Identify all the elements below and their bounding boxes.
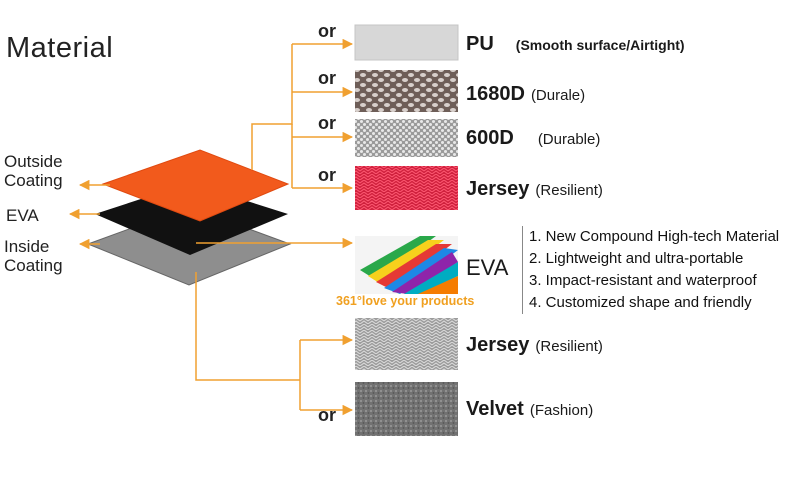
inside-coating-label: Inside Coating xyxy=(4,237,63,275)
option-note: (Smooth surface/Airtight) xyxy=(515,37,685,53)
option-note: (Resilient) xyxy=(535,338,603,355)
inside-connector xyxy=(195,272,354,416)
option-jersey-inside: Jersey (Resilient) xyxy=(466,334,603,357)
or-label: or xyxy=(318,68,336,88)
eva-feature: 3. Impact-resistant and waterproof xyxy=(529,272,757,289)
option-note: (Durable) xyxy=(537,131,601,148)
or-label: or xyxy=(318,113,336,133)
or-label: or xyxy=(318,165,336,185)
option-600d: 600D (Durable) xyxy=(466,127,600,150)
swatch-pu xyxy=(354,24,459,61)
or-label: or xyxy=(318,21,336,41)
or-label: or xyxy=(318,405,336,425)
option-note: (Resilient) xyxy=(535,182,603,199)
option-note: (Durale) xyxy=(530,87,586,104)
option-name: 600D xyxy=(466,127,514,149)
eva-option-name: EVA xyxy=(466,255,509,280)
eva-sheets-image xyxy=(355,236,458,294)
eva-feature: 1. New Compound High-tech Material xyxy=(529,228,780,245)
option-note: (Fashion) xyxy=(529,402,594,419)
option-name: 1680D xyxy=(466,83,525,105)
option-jersey-outside: Jersey (Resilient) xyxy=(466,178,603,201)
page-title: Material xyxy=(6,32,114,64)
swatch-jersey-grey xyxy=(355,318,458,370)
option-pu: PU (Smooth surface/Airtight) xyxy=(466,33,685,56)
outside-coating-label: Outside Coating xyxy=(4,152,63,190)
eva-slogan: 361°love your products xyxy=(336,294,475,308)
option-name: Jersey xyxy=(466,334,530,356)
swatch-velvet xyxy=(355,382,458,436)
eva-feature: 4. Customized shape and friendly xyxy=(529,294,752,311)
option-name: Jersey xyxy=(466,178,530,200)
option-name: Velvet xyxy=(466,398,524,420)
eva-layer-label: EVA xyxy=(6,206,39,225)
option-name: PU xyxy=(466,33,494,55)
eva-feature-list: 1. New Compound High-tech Material 2. Li… xyxy=(522,226,779,314)
swatch-jersey-red xyxy=(355,166,458,210)
outside-coating-layer xyxy=(101,149,290,222)
outside-connector xyxy=(251,38,354,194)
option-velvet: Velvet (Fashion) xyxy=(466,398,593,421)
swatch-600d xyxy=(355,119,458,157)
eva-feature: 2. Lightweight and ultra-portable xyxy=(529,250,744,267)
option-1680d: 1680D (Durale) xyxy=(466,83,585,106)
swatch-1680d xyxy=(355,70,458,112)
